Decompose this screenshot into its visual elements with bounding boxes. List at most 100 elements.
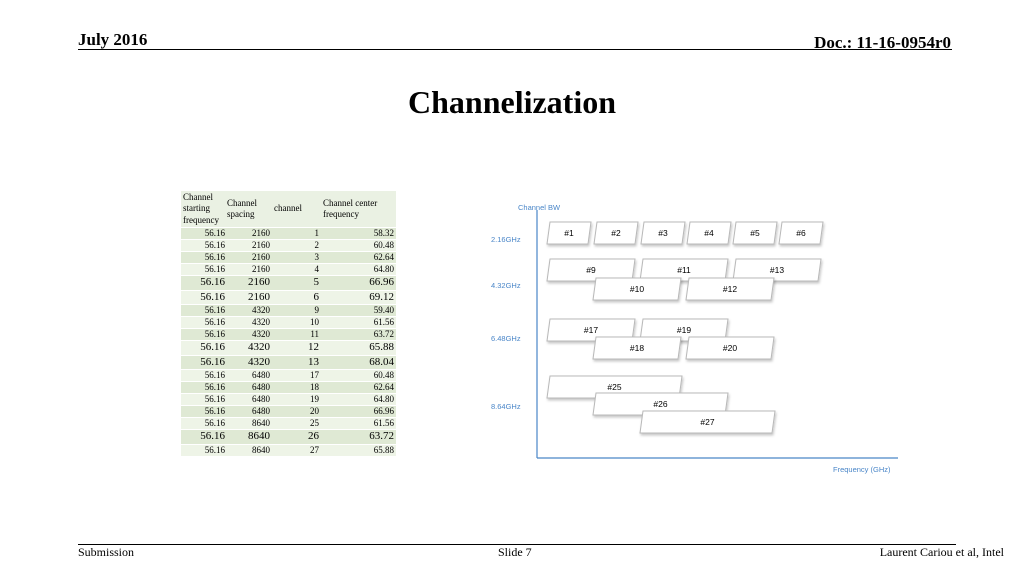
- table-cell: 2160: [225, 275, 272, 291]
- table-cell: 6480: [225, 381, 272, 394]
- table-cell: 6480: [225, 405, 272, 418]
- footer-slide-number: Slide 7: [498, 545, 532, 559]
- table-cell: 62.64: [321, 251, 396, 264]
- table-cell: 64.80: [321, 263, 396, 276]
- table-cell: 61.56: [321, 316, 396, 329]
- table-cell: 2160: [225, 290, 272, 305]
- table-cell: 65.88: [321, 444, 396, 457]
- channel-box: #5: [732, 221, 778, 245]
- table-cell: 56.16: [181, 251, 225, 264]
- channel-label: #17: [584, 325, 598, 335]
- table-cell: 66.96: [321, 275, 396, 291]
- channel-box: #3: [640, 221, 686, 245]
- table-cell: 60.48: [321, 239, 396, 252]
- table-cell: 3: [272, 251, 321, 264]
- table-cell: 59.40: [321, 304, 396, 317]
- channel-label: #9: [586, 265, 596, 275]
- table-cell: 56.16: [181, 355, 225, 370]
- channel-box: #12: [685, 277, 775, 301]
- table-cell: 56.16: [181, 429, 225, 445]
- table-cell: 61.56: [321, 417, 396, 430]
- footer-authors: Laurent Cariou et al, Intel: [879, 545, 1004, 559]
- table-cell: 56.16: [181, 369, 225, 382]
- table-cell: 25: [272, 417, 321, 430]
- channel-label: #1: [564, 228, 574, 238]
- table-cell: 68.04: [321, 355, 396, 370]
- header-doc-number: Doc.: 11-16-0954r0: [814, 33, 951, 52]
- table-cell: 66.96: [321, 405, 396, 418]
- header-rule: [78, 49, 952, 50]
- table-cell: 65.88: [321, 340, 396, 356]
- table-cell: 56.16: [181, 417, 225, 430]
- channel-box: #10: [592, 277, 682, 301]
- table-cell: 17: [272, 369, 321, 382]
- channel-box: #4: [686, 221, 732, 245]
- slide-title: Channelization: [407, 84, 617, 120]
- table-cell: 56.16: [181, 290, 225, 305]
- table-cell: 63.72: [321, 429, 396, 445]
- channel-label: #12: [723, 284, 737, 294]
- table-cell: 8640: [225, 417, 272, 430]
- table-header-cell: channel: [272, 191, 321, 228]
- table-cell: 56.16: [181, 275, 225, 291]
- table-cell: 4320: [225, 304, 272, 317]
- table-cell: 2160: [225, 227, 272, 240]
- table-cell: 4320: [225, 316, 272, 329]
- table-cell: 56.16: [181, 340, 225, 356]
- table-cell: 6480: [225, 369, 272, 382]
- channel-box: #2: [593, 221, 639, 245]
- table-cell: 12: [272, 340, 321, 356]
- table-cell: 56.16: [181, 227, 225, 240]
- table-cell: 19: [272, 393, 321, 406]
- bw-label-6-48: 6.48GHz: [491, 334, 521, 343]
- table-cell: 56.16: [181, 263, 225, 276]
- table-cell: 10: [272, 316, 321, 329]
- channel-box: #13: [732, 258, 822, 282]
- channel-box: #27: [639, 410, 776, 434]
- table-cell: 56.16: [181, 381, 225, 394]
- channel-label: #27: [700, 417, 714, 427]
- footer-rule: [78, 544, 956, 545]
- table-cell: 2160: [225, 251, 272, 264]
- table-cell: 2: [272, 239, 321, 252]
- bw-label-4-32: 4.32GHz: [491, 281, 521, 290]
- table-cell: 56.16: [181, 328, 225, 341]
- channel-diagram: Channel BW Frequency (GHz) 2.16GHz 4.32G…: [491, 203, 898, 474]
- table-cell: 62.64: [321, 381, 396, 394]
- table-header-cell: Channel spacing: [225, 191, 272, 228]
- table-cell: 4320: [225, 328, 272, 341]
- table-cell: 5: [272, 275, 321, 291]
- table-cell: 6: [272, 290, 321, 305]
- channel-label: #4: [704, 228, 714, 238]
- table-cell: 13: [272, 355, 321, 370]
- channel-label: #20: [723, 343, 737, 353]
- table-cell: 1: [272, 227, 321, 240]
- table-cell: 63.72: [321, 328, 396, 341]
- table-cell: 56.16: [181, 239, 225, 252]
- channel-box: #18: [592, 336, 682, 360]
- footer-submission: Submission: [78, 545, 135, 559]
- channel-label: #3: [658, 228, 668, 238]
- table-cell: 4: [272, 263, 321, 276]
- channel-box: #1: [546, 221, 592, 245]
- table-cell: 56.16: [181, 405, 225, 418]
- table-header-cell: Channel starting frequency: [181, 191, 225, 228]
- table-cell: 2160: [225, 239, 272, 252]
- table-cell: 69.12: [321, 290, 396, 305]
- table-header-cell: Channel center frequency: [321, 191, 396, 228]
- table-cell: 56.16: [181, 304, 225, 317]
- table-cell: 58.32: [321, 227, 396, 240]
